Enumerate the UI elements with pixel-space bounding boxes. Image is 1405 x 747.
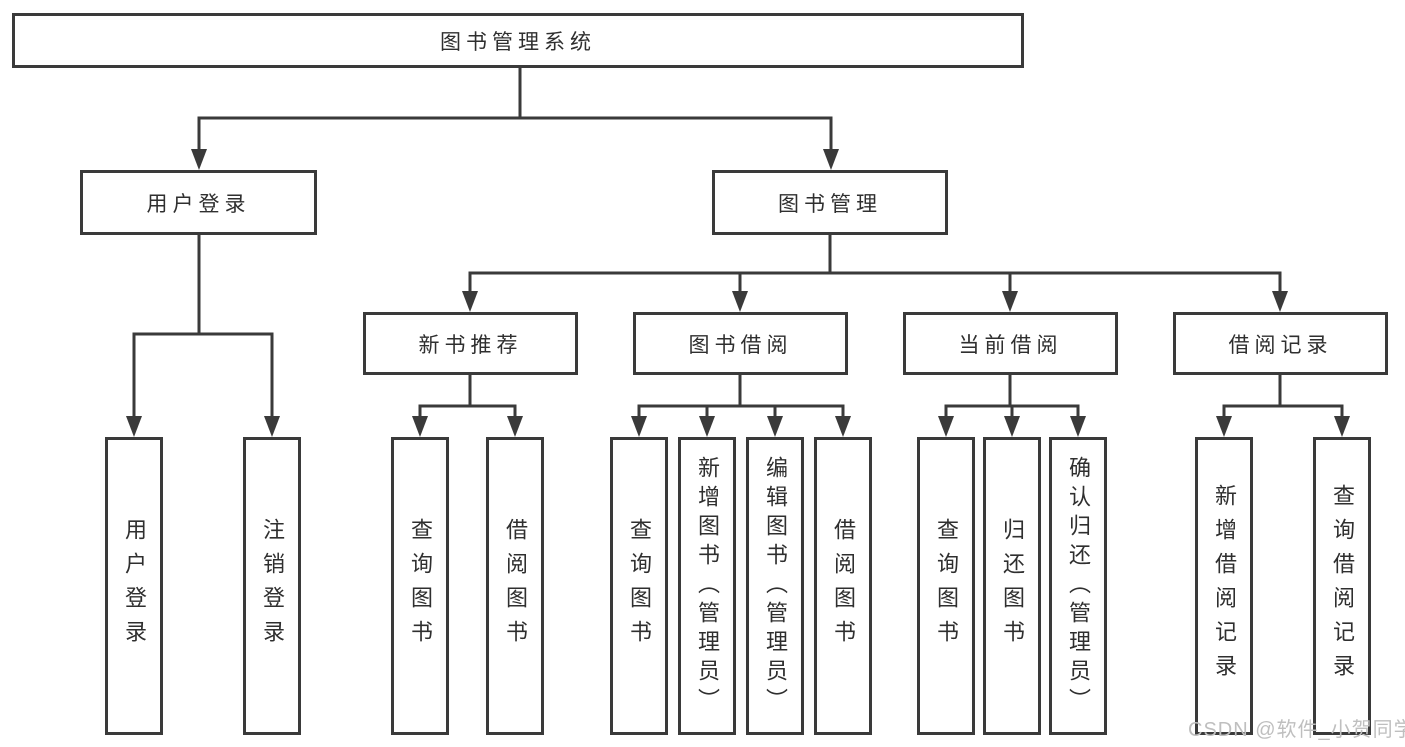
arrowheads [126, 149, 1350, 437]
leaf-logout: 注销登录 [243, 437, 301, 735]
leaf-newbook-query-books: 查询图书 [391, 437, 449, 735]
node-book-management: 图书管理 [712, 170, 948, 235]
node-current-borrowing: 当前借阅 [903, 312, 1118, 375]
leaf-confirm-return-admin: 确认归还（管理员） [1049, 437, 1107, 735]
leaf-edit-books-admin: 编辑图书（管理员） [746, 437, 804, 735]
node-book-borrowing: 图书借阅 [633, 312, 848, 375]
node-user-login: 用户登录 [80, 170, 317, 235]
leaf-add-borrow-record: 新增借阅记录 [1195, 437, 1253, 735]
leaf-user-login: 用户登录 [105, 437, 163, 735]
node-new-book-recommend: 新书推荐 [363, 312, 578, 375]
csdn-watermark: CSDN @软件_小贺同学 [1188, 719, 1405, 741]
leaf-newbook-borrow-books: 借阅图书 [486, 437, 544, 735]
leaf-borrow-query-books: 查询图书 [610, 437, 668, 735]
leaf-borrow-books: 借阅图书 [814, 437, 872, 735]
leaf-current-query-books: 查询图书 [917, 437, 975, 735]
leaf-add-books-admin: 新增图书（管理员） [678, 437, 736, 735]
node-root: 图书管理系统 [12, 13, 1024, 68]
leaf-query-borrow-record: 查询借阅记录 [1313, 437, 1371, 735]
node-borrowing-records: 借阅记录 [1173, 312, 1388, 375]
leaf-return-books: 归还图书 [983, 437, 1041, 735]
